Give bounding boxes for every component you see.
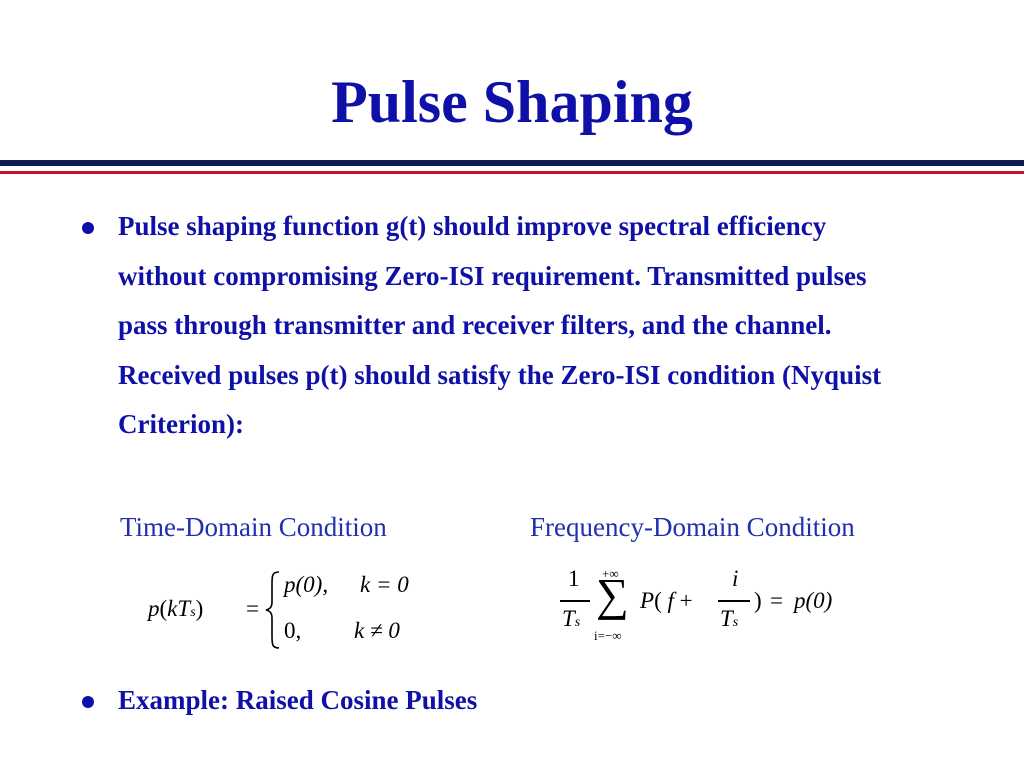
fraction-numerator: 1	[568, 566, 580, 591]
frequency-domain-label: Frequency-Domain Condition	[530, 512, 855, 542]
sum-lower-limit: i=−∞	[594, 628, 622, 643]
inner-numerator: i	[732, 566, 739, 591]
sum-upper-limit: +∞	[602, 566, 619, 581]
frequency-domain-formula: 1 Ts +∞ ∑ i=−∞ P( f + i Ts ) = p(0)	[558, 566, 888, 656]
title-divider-red	[0, 171, 1024, 174]
time-domain-formula: p(kTs) = p(0), k = 0 0, k ≠ 0	[148, 568, 448, 652]
inner-fraction-bar	[718, 600, 750, 602]
formula-equals: =	[246, 596, 259, 621]
formula-rhs: p(0)	[794, 588, 833, 613]
title-divider-navy	[0, 160, 1024, 166]
sum-term-close: )	[754, 588, 762, 613]
case2-condition: k ≠ 0	[354, 618, 400, 643]
inner-denominator: Ts	[720, 606, 739, 631]
summation-icon: ∑	[596, 569, 629, 620]
time-domain-label: Time-Domain Condition	[120, 512, 387, 542]
bullet-text: Example: Raised Cosine Pulses	[118, 685, 478, 715]
formula-equals: =	[770, 588, 783, 613]
fraction-denominator: Ts	[562, 606, 581, 631]
bullet-text: Pulse shaping function g(t) should impro…	[118, 211, 882, 439]
bullet-item: Example: Raised Cosine Pulses	[82, 676, 902, 726]
bullet-item: Pulse shaping function g(t) should impro…	[82, 202, 902, 450]
sum-term: P( f +	[640, 588, 693, 613]
left-brace-icon	[265, 571, 280, 649]
case2-value: 0,	[284, 618, 302, 643]
case1-condition: k = 0	[360, 572, 409, 597]
case1-value: p(0),	[284, 572, 329, 597]
bullet-dot-icon	[82, 222, 94, 234]
fraction-bar	[560, 600, 590, 602]
formula-lhs: p(kTs)	[148, 596, 204, 621]
bullet-dot-icon	[82, 696, 94, 708]
slide-title: Pulse Shaping	[331, 69, 693, 135]
